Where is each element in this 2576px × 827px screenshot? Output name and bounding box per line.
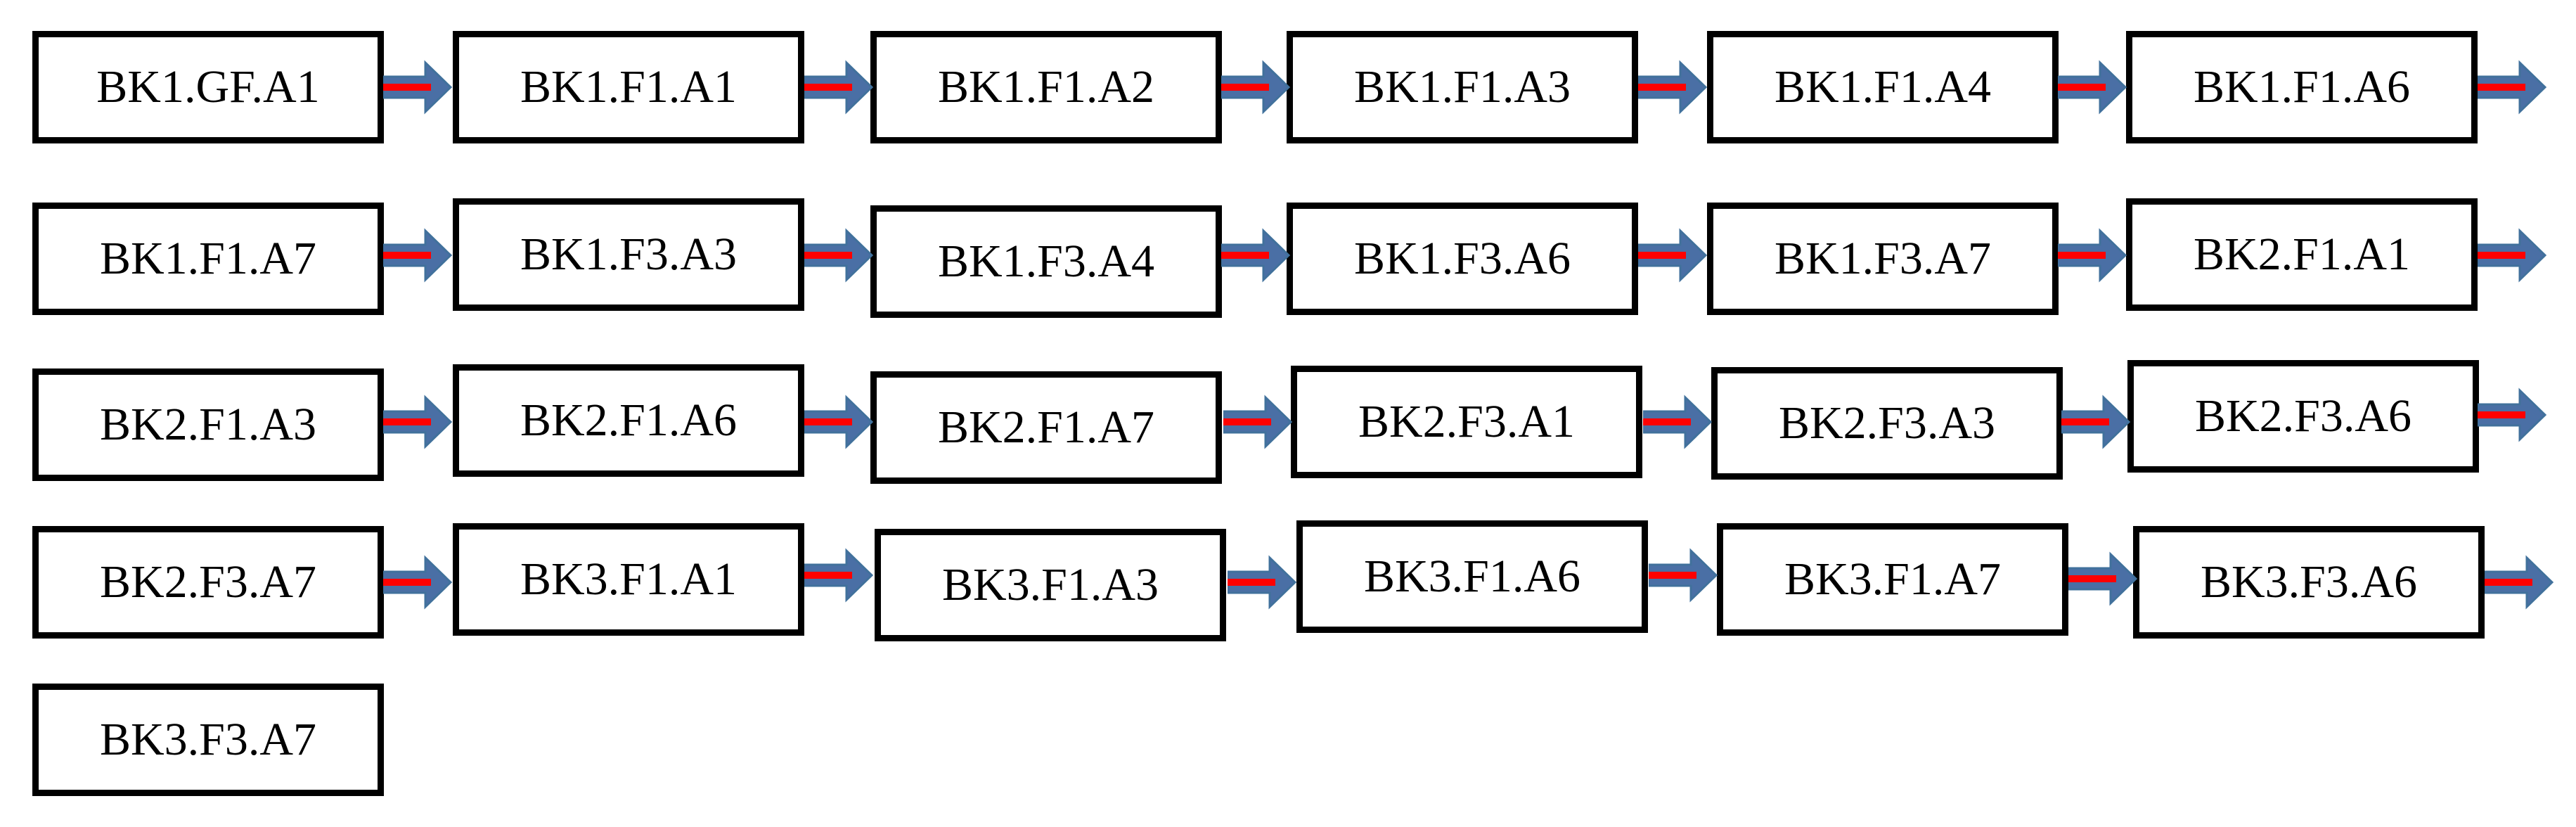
- right-arrow-icon: [1643, 395, 1713, 449]
- flow-node: BK1.F3.A6: [1287, 203, 1638, 315]
- right-arrow-icon: [804, 548, 874, 603]
- right-arrow-icon: [383, 395, 453, 449]
- flow-node: BK2.F1.A1: [2126, 198, 2478, 311]
- flow-node: BK2.F1.A3: [32, 368, 384, 481]
- right-arrow-icon: [383, 60, 453, 115]
- right-arrow-icon: [804, 60, 874, 115]
- flow-node: BK1.F1.A7: [32, 203, 384, 315]
- flow-node: BK2.F3.A7: [32, 526, 384, 639]
- flow-node: BK2.F1.A6: [453, 364, 804, 477]
- right-arrow-icon: [383, 555, 453, 610]
- flow-node: BK1.F3.A7: [1707, 203, 2059, 315]
- flow-node: BK1.F1.A6: [2126, 31, 2478, 143]
- right-arrow-icon: [1221, 228, 1291, 283]
- right-arrow-icon: [2478, 228, 2547, 283]
- flow-node: BK3.F3.A7: [32, 684, 384, 796]
- right-arrow-icon: [2478, 387, 2547, 442]
- right-arrow-icon: [1221, 60, 1291, 115]
- flow-node: BK3.F3.A6: [2133, 526, 2485, 639]
- flow-node: BK2.F1.A7: [870, 371, 1222, 484]
- right-arrow-icon: [383, 228, 453, 283]
- flow-node: BK1.F3.A4: [870, 205, 1222, 318]
- right-arrow-icon: [1638, 60, 1708, 115]
- flow-node: BK1.GF.A1: [32, 31, 384, 143]
- flow-node: BK2.F3.A1: [1291, 366, 1642, 478]
- flow-node: BK3.F1.A3: [875, 529, 1226, 641]
- right-arrow-icon: [804, 228, 874, 283]
- flow-node: BK3.F1.A1: [453, 523, 804, 636]
- flow-node: BK1.F1.A2: [870, 31, 1222, 143]
- right-arrow-icon: [2061, 395, 2131, 449]
- flow-node: BK3.F1.A6: [1296, 520, 1648, 633]
- flow-node: BK2.F3.A3: [1711, 367, 2063, 480]
- right-arrow-icon: [2058, 228, 2127, 283]
- right-arrow-icon: [2485, 555, 2554, 610]
- right-arrow-icon: [1638, 228, 1708, 283]
- flow-node: BK3.F1.A7: [1717, 523, 2068, 636]
- right-arrow-icon: [2478, 60, 2547, 115]
- right-arrow-icon: [804, 395, 874, 449]
- right-arrow-icon: [1223, 395, 1293, 449]
- flow-node: BK1.F1.A1: [453, 31, 804, 143]
- right-arrow-icon: [1228, 555, 1297, 610]
- flow-node: BK1.F1.A3: [1287, 31, 1638, 143]
- flow-node: BK1.F1.A4: [1707, 31, 2059, 143]
- right-arrow-icon: [2068, 551, 2138, 606]
- right-arrow-icon: [1649, 548, 1718, 603]
- right-arrow-icon: [2058, 60, 2127, 115]
- flow-node: BK1.F3.A3: [453, 198, 804, 311]
- flow-node: BK2.F3.A6: [2127, 360, 2479, 473]
